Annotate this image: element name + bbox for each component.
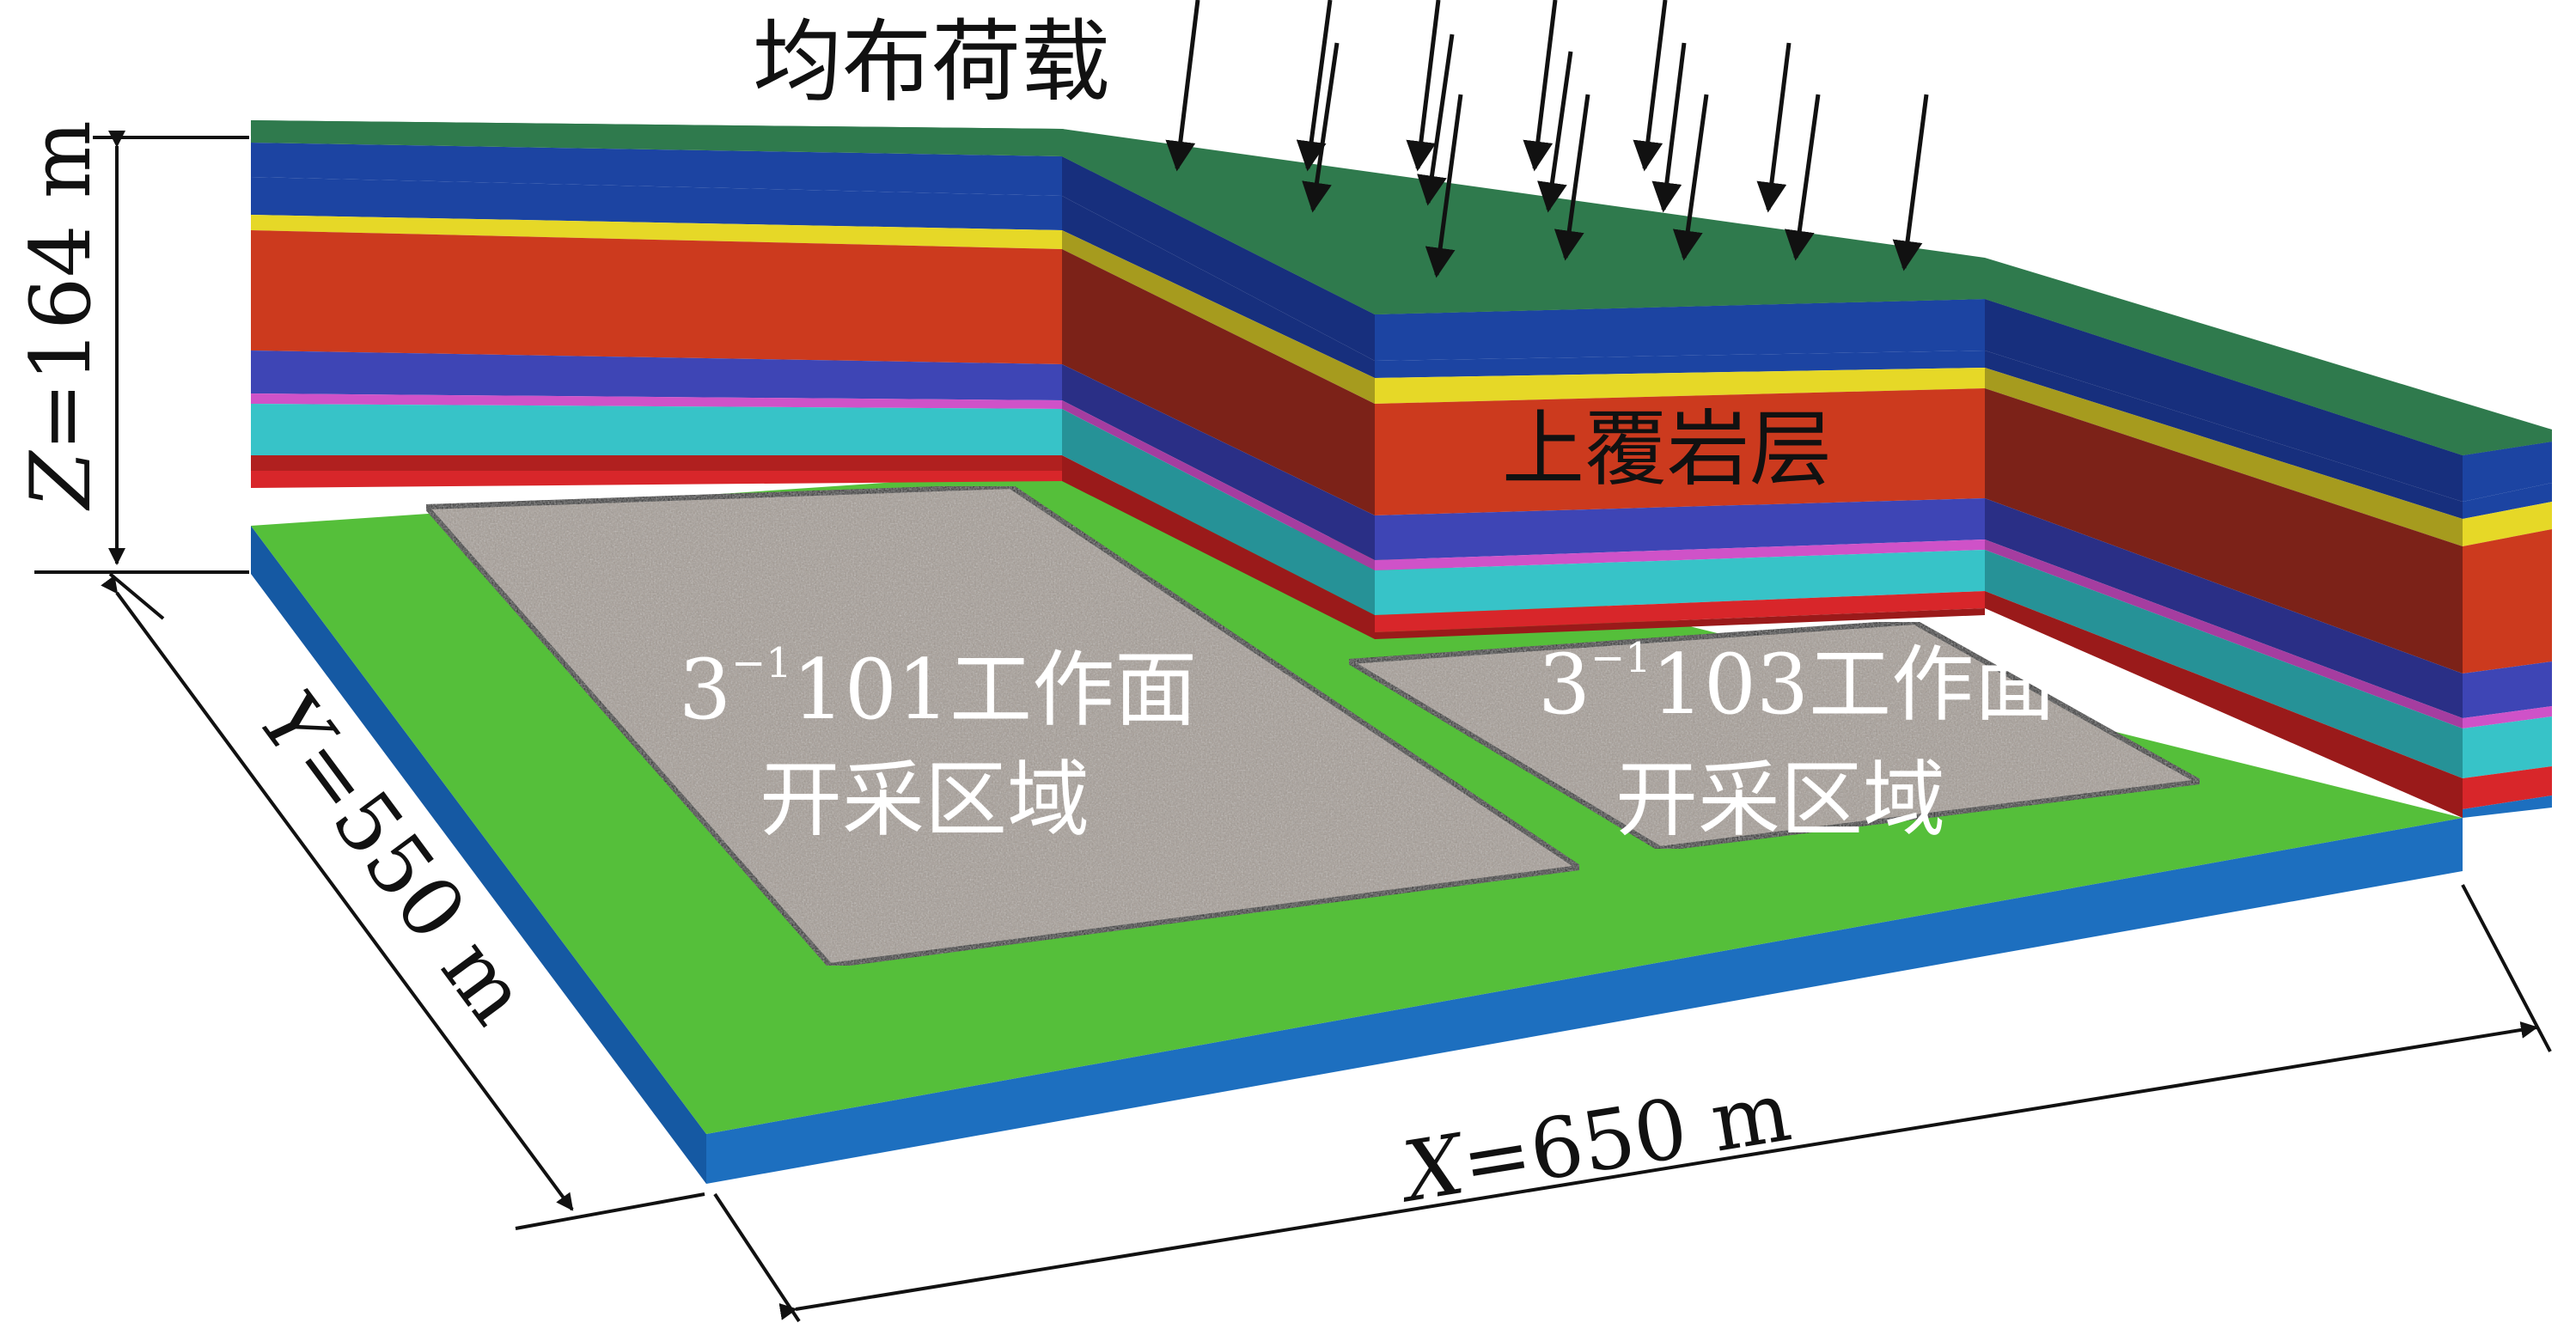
workface-103-label: 3−1103工作面 开采区域	[1538, 634, 2056, 848]
top-surface-back	[251, 120, 1062, 156]
dim-x-label: X=650 m	[1391, 1064, 1798, 1222]
dimension-lines	[34, 131, 2552, 1323]
svg-text:3−1101工作面: 3−1101工作面	[679, 639, 1197, 738]
svg-text:开采区域: 开采区域	[760, 752, 1090, 848]
uniform-load-arrows	[1165, 0, 1929, 278]
workface-101-area	[420, 483, 1587, 969]
load-title: 均布荷载	[753, 9, 1110, 114]
workface-103-area	[1340, 619, 2208, 852]
svg-text:3−1103工作面: 3−1103工作面	[1538, 634, 2056, 733]
svg-text:开采区域: 开采区域	[1615, 752, 1945, 848]
step-face-strata	[1062, 156, 1375, 639]
inner-front-strata	[1375, 299, 1985, 639]
right-inner-face-strata	[1985, 299, 2463, 818]
back-wall-strata	[251, 143, 1062, 488]
overburden-label: 上覆岩层	[1502, 401, 1832, 497]
right-outer-strata	[2463, 442, 2552, 818]
dim-z-label: Z=164 m	[13, 120, 109, 511]
top-surface-plateau	[1062, 129, 2552, 455]
workface-101-label: 3−1101工作面 开采区域	[679, 639, 1197, 848]
